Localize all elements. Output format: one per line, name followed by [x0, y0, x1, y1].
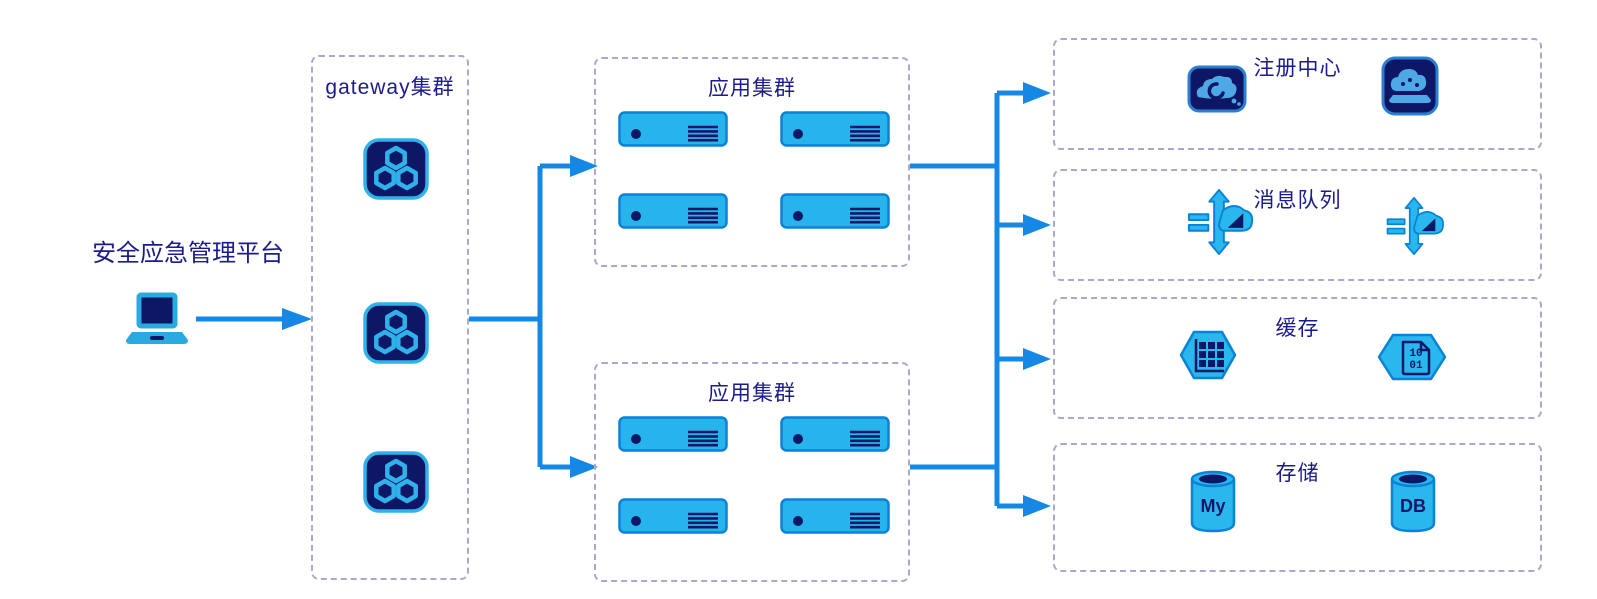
grid-table-hexagon-icon	[1179, 327, 1237, 383]
server-icon	[618, 416, 728, 452]
db-label: DB	[1400, 496, 1426, 516]
message-queue-title: 消息队列	[1253, 189, 1342, 212]
cloud-swirl-icon	[1187, 63, 1247, 115]
app-cluster-box-2: 应用集群	[594, 362, 910, 582]
cloud-platform-icon	[1381, 56, 1439, 116]
database-cylinder-icon: DB	[1389, 469, 1437, 535]
laptop-icon	[122, 291, 192, 347]
storage-box: 存储	[1053, 443, 1542, 572]
mysql-label: My	[1200, 496, 1225, 516]
mysql-database-icon: My	[1189, 469, 1237, 535]
storage-title: 存储	[1275, 462, 1320, 485]
hexagon-cluster-icon	[363, 302, 429, 364]
server-icon	[618, 193, 728, 229]
app-cluster-title: 应用集群	[708, 382, 796, 405]
message-queue-box: 消息队列	[1053, 169, 1542, 281]
app-cluster-title: 应用集群	[708, 77, 796, 100]
gateway-cluster-box: gateway集群	[311, 55, 469, 580]
binary-text-line-2: 01	[1409, 360, 1423, 372]
server-icon	[618, 498, 728, 534]
server-icon	[780, 416, 890, 452]
message-routing-icon	[1184, 189, 1254, 255]
server-icon	[780, 193, 890, 229]
binary-text-line-1: 10	[1409, 348, 1422, 360]
app-cluster-box-1: 应用集群	[594, 57, 910, 267]
hexagon-cluster-icon	[363, 138, 429, 200]
cache-box: 缓存	[1053, 297, 1542, 419]
server-icon	[780, 111, 890, 147]
hexagon-cluster-icon	[363, 451, 429, 513]
gateway-cluster-title: gateway集群	[325, 76, 455, 99]
binary-document-hexagon-icon: 10 01	[1377, 332, 1447, 382]
registry-center-box: 注册中心	[1053, 38, 1542, 150]
registry-center-title: 注册中心	[1253, 57, 1342, 80]
client-platform-label: 安全应急管理平台	[92, 240, 284, 267]
server-icon	[618, 111, 728, 147]
message-routing-icon	[1379, 197, 1449, 255]
server-icon	[780, 498, 890, 534]
cache-title: 缓存	[1275, 317, 1320, 340]
